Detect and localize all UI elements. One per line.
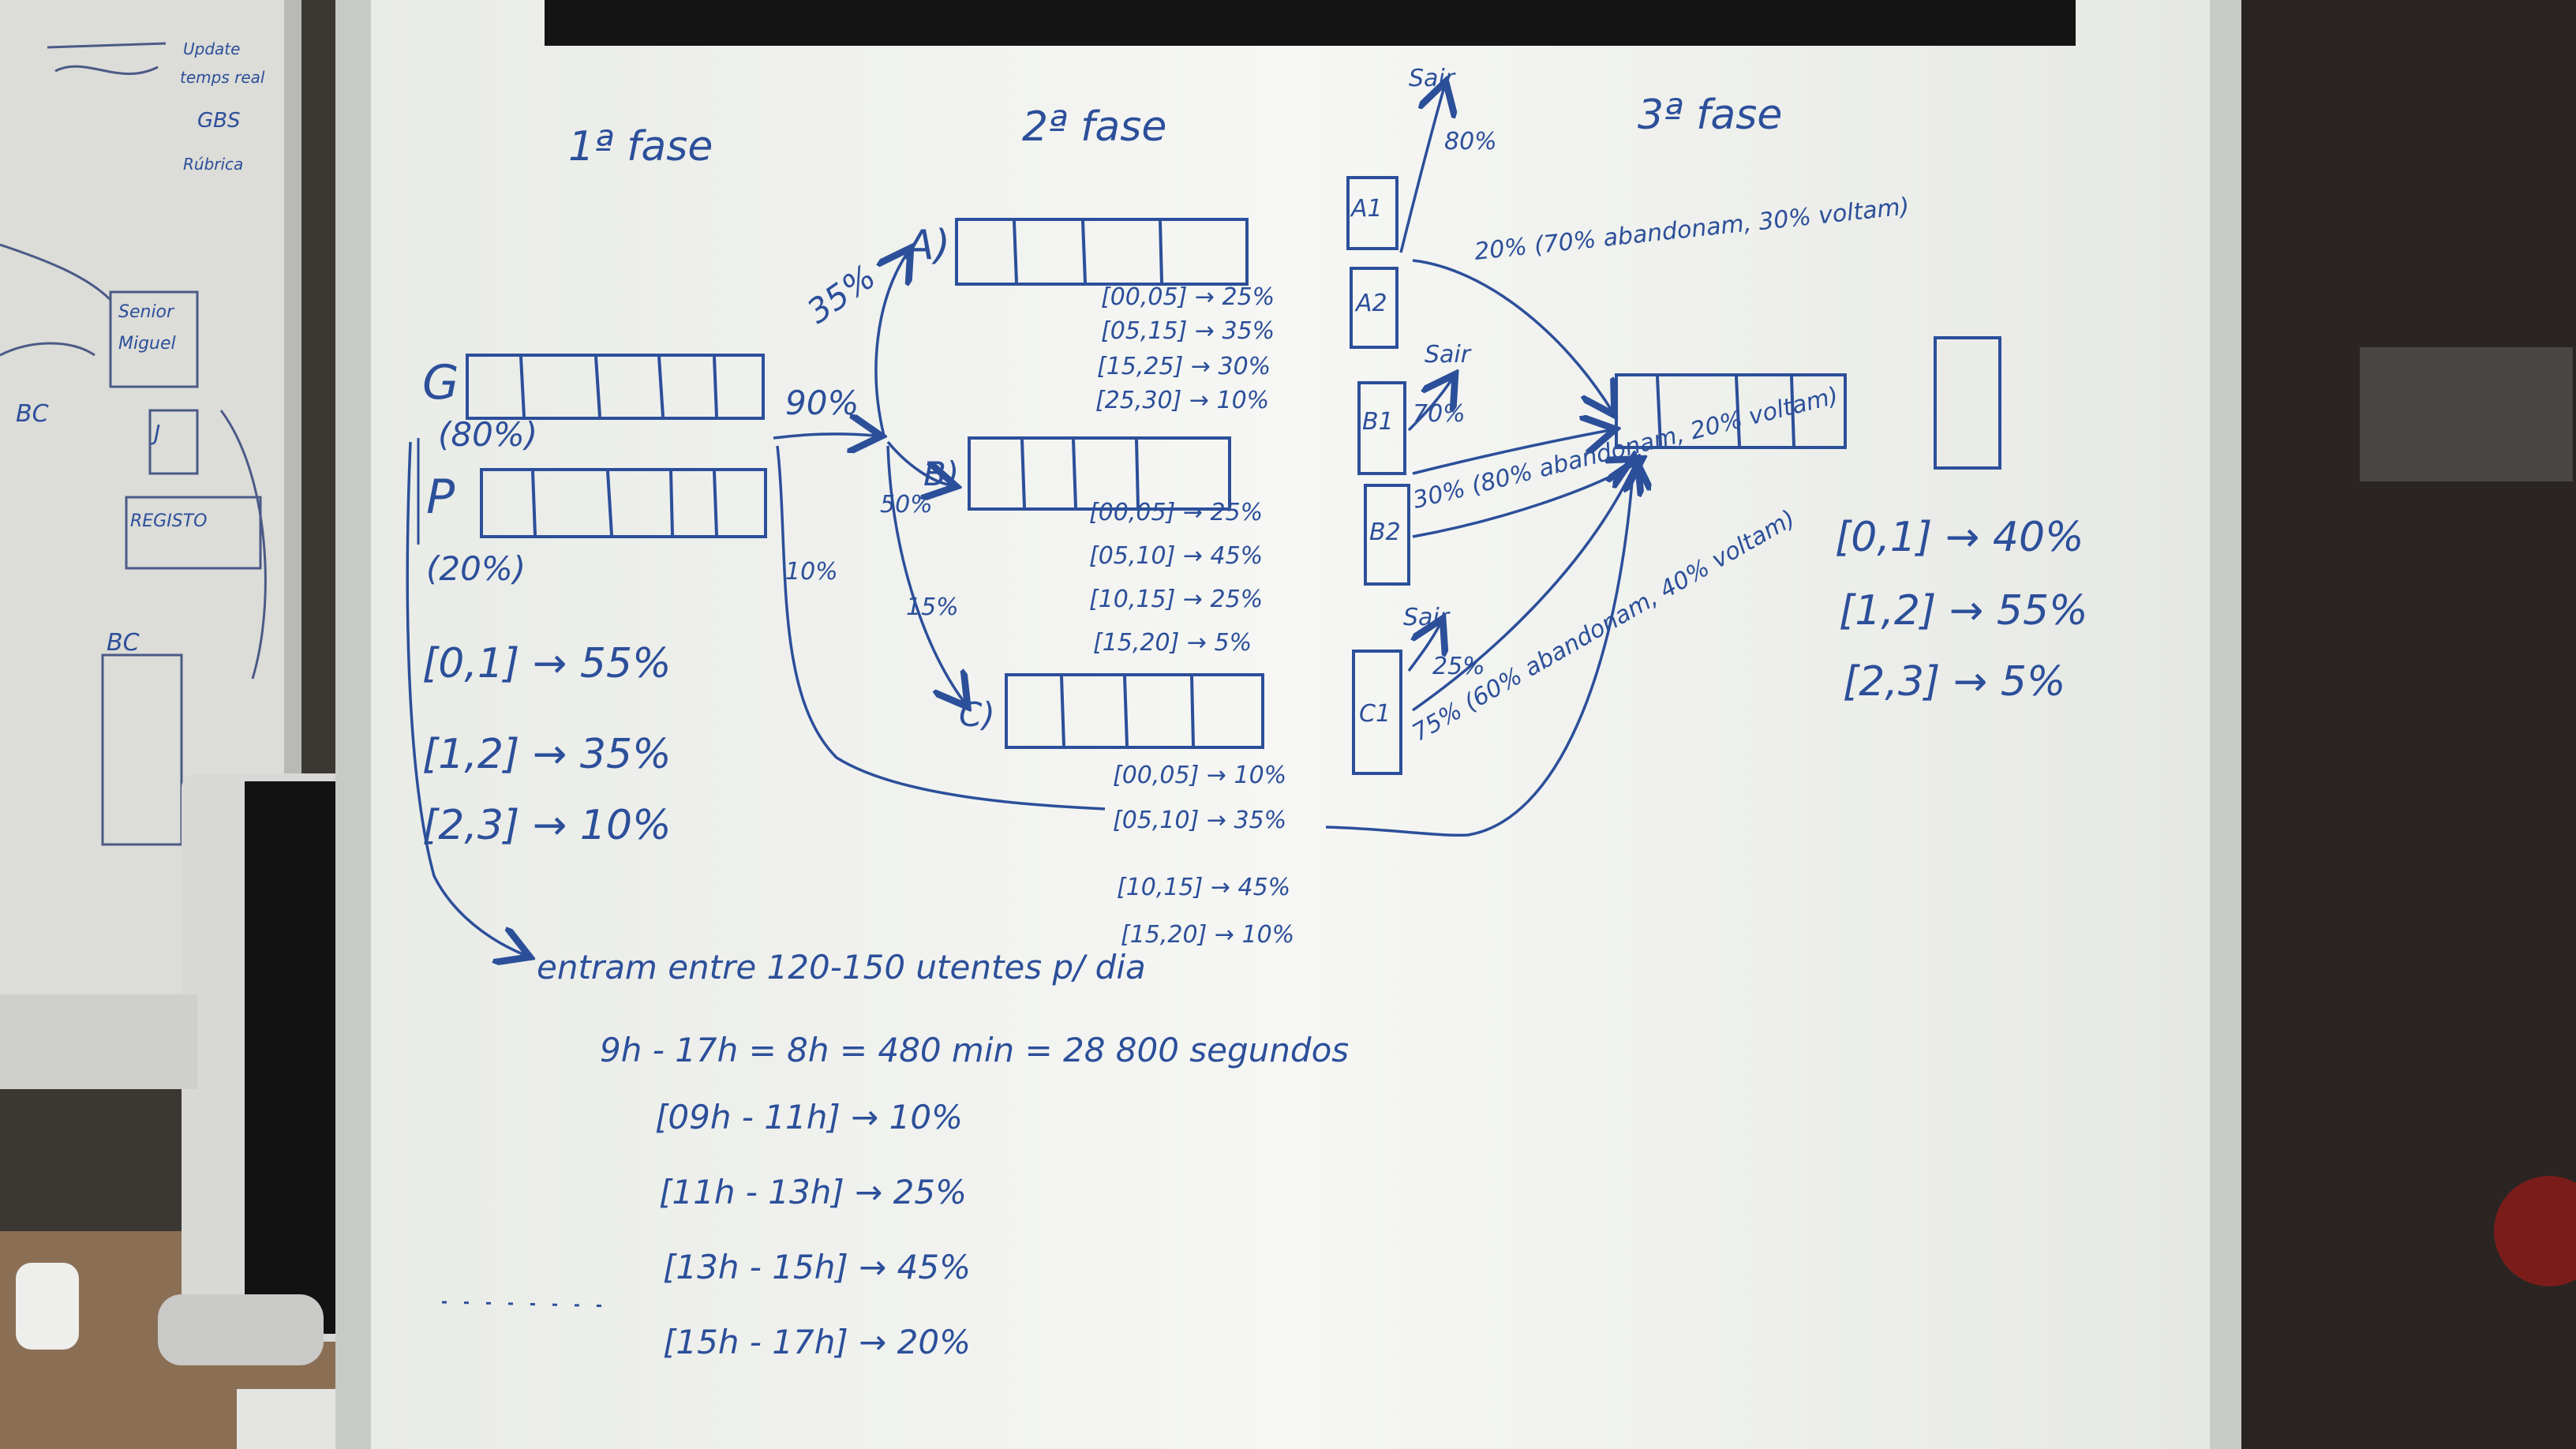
queue-g-label: G [422, 355, 459, 410]
phase1-service-time-3: [2,3] → 10% [422, 802, 672, 849]
arrivals-hours: 9h - 17h = 8h = 480 min = 28 800 segundo… [600, 1031, 1350, 1069]
arrivals-slot-4: [15h - 17h] → 20% [663, 1323, 971, 1361]
side-note-temps-real: temps real [180, 68, 265, 87]
queue-p-box [480, 468, 767, 538]
phase1-header: 1ª fase [568, 123, 713, 170]
phase3-server-box [1934, 336, 2001, 470]
queue-a-service-2: [05,15] → 35% [1101, 317, 1275, 345]
paper-cup [16, 1263, 79, 1350]
server-b1-label: B1 [1362, 408, 1394, 436]
queue-a-service-3: [15,25] → 30% [1097, 353, 1271, 380]
queue-c-service-2: [05,10] → 35% [1113, 807, 1287, 834]
side-note-j: J [154, 420, 161, 446]
projector-strip [545, 0, 2076, 46]
c1-leave-label: Sair [1403, 604, 1450, 631]
arrivals-slot-3: [13h - 15h] → 45% [663, 1248, 971, 1286]
c1-leave-pct: 25% [1432, 653, 1485, 680]
queue-c-service-1: [00,05] → 10% [1113, 762, 1287, 789]
side-whiteboard-frame [284, 0, 301, 789]
side-note-registo: REGISTO [130, 511, 208, 531]
phase3-service-time-1: [0,1] → 40% [1835, 514, 2084, 561]
a1-leave-pct: 80% [1444, 128, 1497, 155]
queue-a-box [955, 218, 1249, 286]
whiteboard-surface [371, 0, 2210, 1449]
queue-c-label: C) [959, 695, 995, 734]
queue-c-service-4: [15,20] → 10% [1121, 921, 1295, 949]
side-note-gbs: GBS [197, 109, 241, 133]
b1-leave-pct: 70% [1413, 400, 1466, 428]
queue-b-service-1: [00,05] → 25% [1089, 499, 1264, 526]
wall-panel [2360, 347, 2573, 481]
side-note-update: Update [183, 39, 241, 58]
queue-c-service-3: [10,15] → 45% [1117, 874, 1291, 901]
phase3-service-time-3: [2,3] → 5% [1843, 658, 2066, 706]
arrivals-slot-1: [09h - 11h] → 10% [655, 1098, 963, 1136]
phase2-header: 2ª fase [1022, 103, 1167, 151]
queue-a-service-4: [25,30] → 10% [1095, 387, 1270, 414]
server-a1-label: A1 [1351, 195, 1383, 223]
server-b2-label: B2 [1369, 519, 1401, 546]
phase1-service-time-1: [0,1] → 55% [422, 640, 672, 687]
queue-g-box [466, 354, 765, 420]
side-note-senior: Senior [118, 302, 174, 322]
queue-a-service-1: [00,05] → 25% [1101, 283, 1275, 311]
queue-b-service-4: [15,20] → 5% [1093, 629, 1252, 657]
route-to-c: 15% [906, 593, 959, 621]
phase3-service-time-2: [1,2] → 55% [1839, 587, 2088, 635]
queue-p-share: (20%) [426, 549, 526, 588]
route-to-phase2: 90% [785, 384, 859, 422]
wall-socket [0, 994, 197, 1089]
phase1-service-time-2: [1,2] → 35% [422, 731, 672, 778]
routing-arrows [406, 87, 1638, 955]
phase3-header: 3ª fase [1638, 92, 1783, 139]
queue-b-box [968, 436, 1231, 511]
queue-b-service-3: [10,15] → 25% [1089, 586, 1264, 613]
arrivals-slot-2: [11h - 13h] → 25% [659, 1173, 967, 1211]
red-object [2494, 1176, 2576, 1286]
side-note-miguel: Miguel [118, 334, 176, 354]
monitor-stand [158, 1294, 324, 1365]
server-boxes [1346, 176, 1410, 775]
queue-p-label: P [426, 470, 455, 525]
queue-g-share: (80%) [438, 415, 538, 454]
queue-c-box [1005, 673, 1264, 749]
side-note-bc: BC [16, 400, 49, 428]
server-c1-label: C1 [1359, 700, 1391, 728]
queue-a-label: A) [906, 222, 950, 269]
arrivals-note: entram entre 120-150 utentes p/ dia [537, 948, 1146, 987]
queue-b-label: B) [923, 455, 960, 493]
route-to-b: 50% [880, 491, 933, 519]
side-note-bc-2: BC [107, 629, 140, 657]
a1-leave-label: Sair [1409, 65, 1455, 92]
route-bypass: 10% [785, 558, 838, 586]
server-a2-label: A2 [1356, 290, 1387, 317]
b1-leave-label: Sair [1425, 341, 1471, 369]
side-note-rubrica: Rúbrica [183, 155, 244, 174]
queue-b-service-2: [05,10] → 45% [1089, 542, 1264, 570]
side-board-scribbles [0, 42, 267, 846]
